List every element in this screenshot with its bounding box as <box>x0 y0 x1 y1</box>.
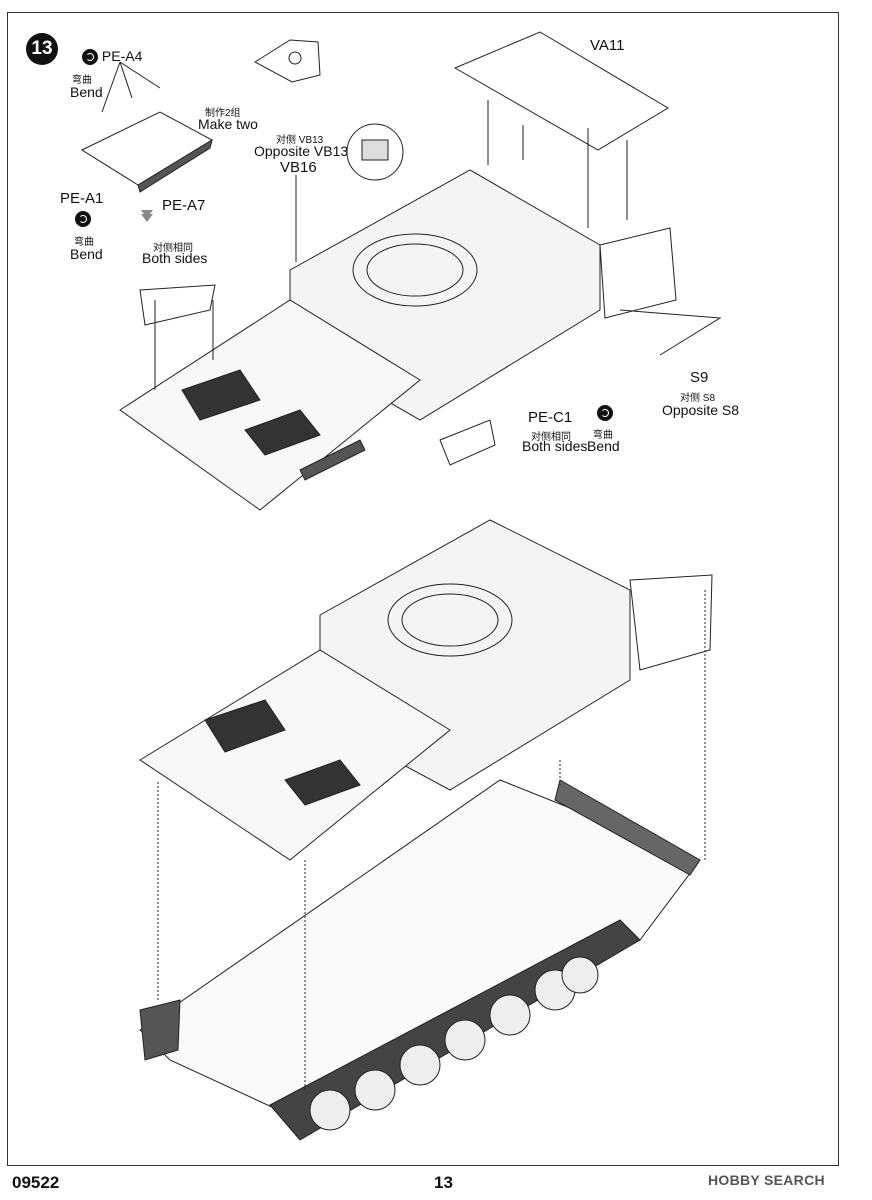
pe-c1-bend-en: Bend <box>587 438 620 454</box>
va11-part <box>453 31 669 151</box>
kit-code: 09522 <box>12 1173 60 1192</box>
both-sides-cn: 对侧相同 <box>153 243 193 254</box>
page-number: 13 <box>434 1173 453 1192</box>
pe-c1-label: PE-C1 <box>528 409 573 426</box>
vb13-cn: 对侧 VB13 <box>276 135 324 146</box>
pe-a4-label: PE-A4 <box>82 48 142 66</box>
pe-c1-bend-cn: 弯曲 <box>593 430 613 441</box>
s8-en: Opposite S8 <box>662 402 740 418</box>
pe-c1-sides-en: Both sides <box>522 438 588 454</box>
s9-label: S9 <box>690 369 709 386</box>
watermark: HOBBY SEARCH <box>708 1172 825 1188</box>
both-sides-en: Both sides <box>142 250 208 266</box>
va11-label: VA11 <box>590 37 625 54</box>
pe-a1-label: PE-A1 <box>60 190 104 207</box>
pe-a1-bend-icon-wrap <box>75 210 91 228</box>
make-two-cn: 制作2组 <box>205 108 241 119</box>
bend-icon <box>75 211 91 228</box>
step-number-badge: 13 <box>26 33 58 65</box>
pe-a4-bend-en: Bend <box>70 84 103 100</box>
arrow-down-icon <box>141 210 153 222</box>
pe-a4-bend-cn: 弯曲 <box>72 75 92 86</box>
bend-icon <box>82 49 98 66</box>
pe-c1-bend-icon-wrap <box>597 404 613 422</box>
s8-cn: 对侧 S8 <box>680 393 716 404</box>
bend-icon <box>597 405 613 422</box>
vb13-en: Opposite VB13 <box>254 143 349 159</box>
vb16-label: VB16 <box>280 159 317 176</box>
pe-a1-bend-en: Bend <box>70 246 103 262</box>
page-frame <box>7 12 839 1166</box>
pe-a1-bend-cn: 弯曲 <box>74 237 94 248</box>
pe-c1-sides-cn: 对侧相同 <box>531 432 571 443</box>
vb13-callout <box>346 123 404 181</box>
pe-a7-part <box>80 111 214 186</box>
make-two-en: Make two <box>198 116 258 132</box>
pe-a7-label: PE-A7 <box>162 197 206 214</box>
